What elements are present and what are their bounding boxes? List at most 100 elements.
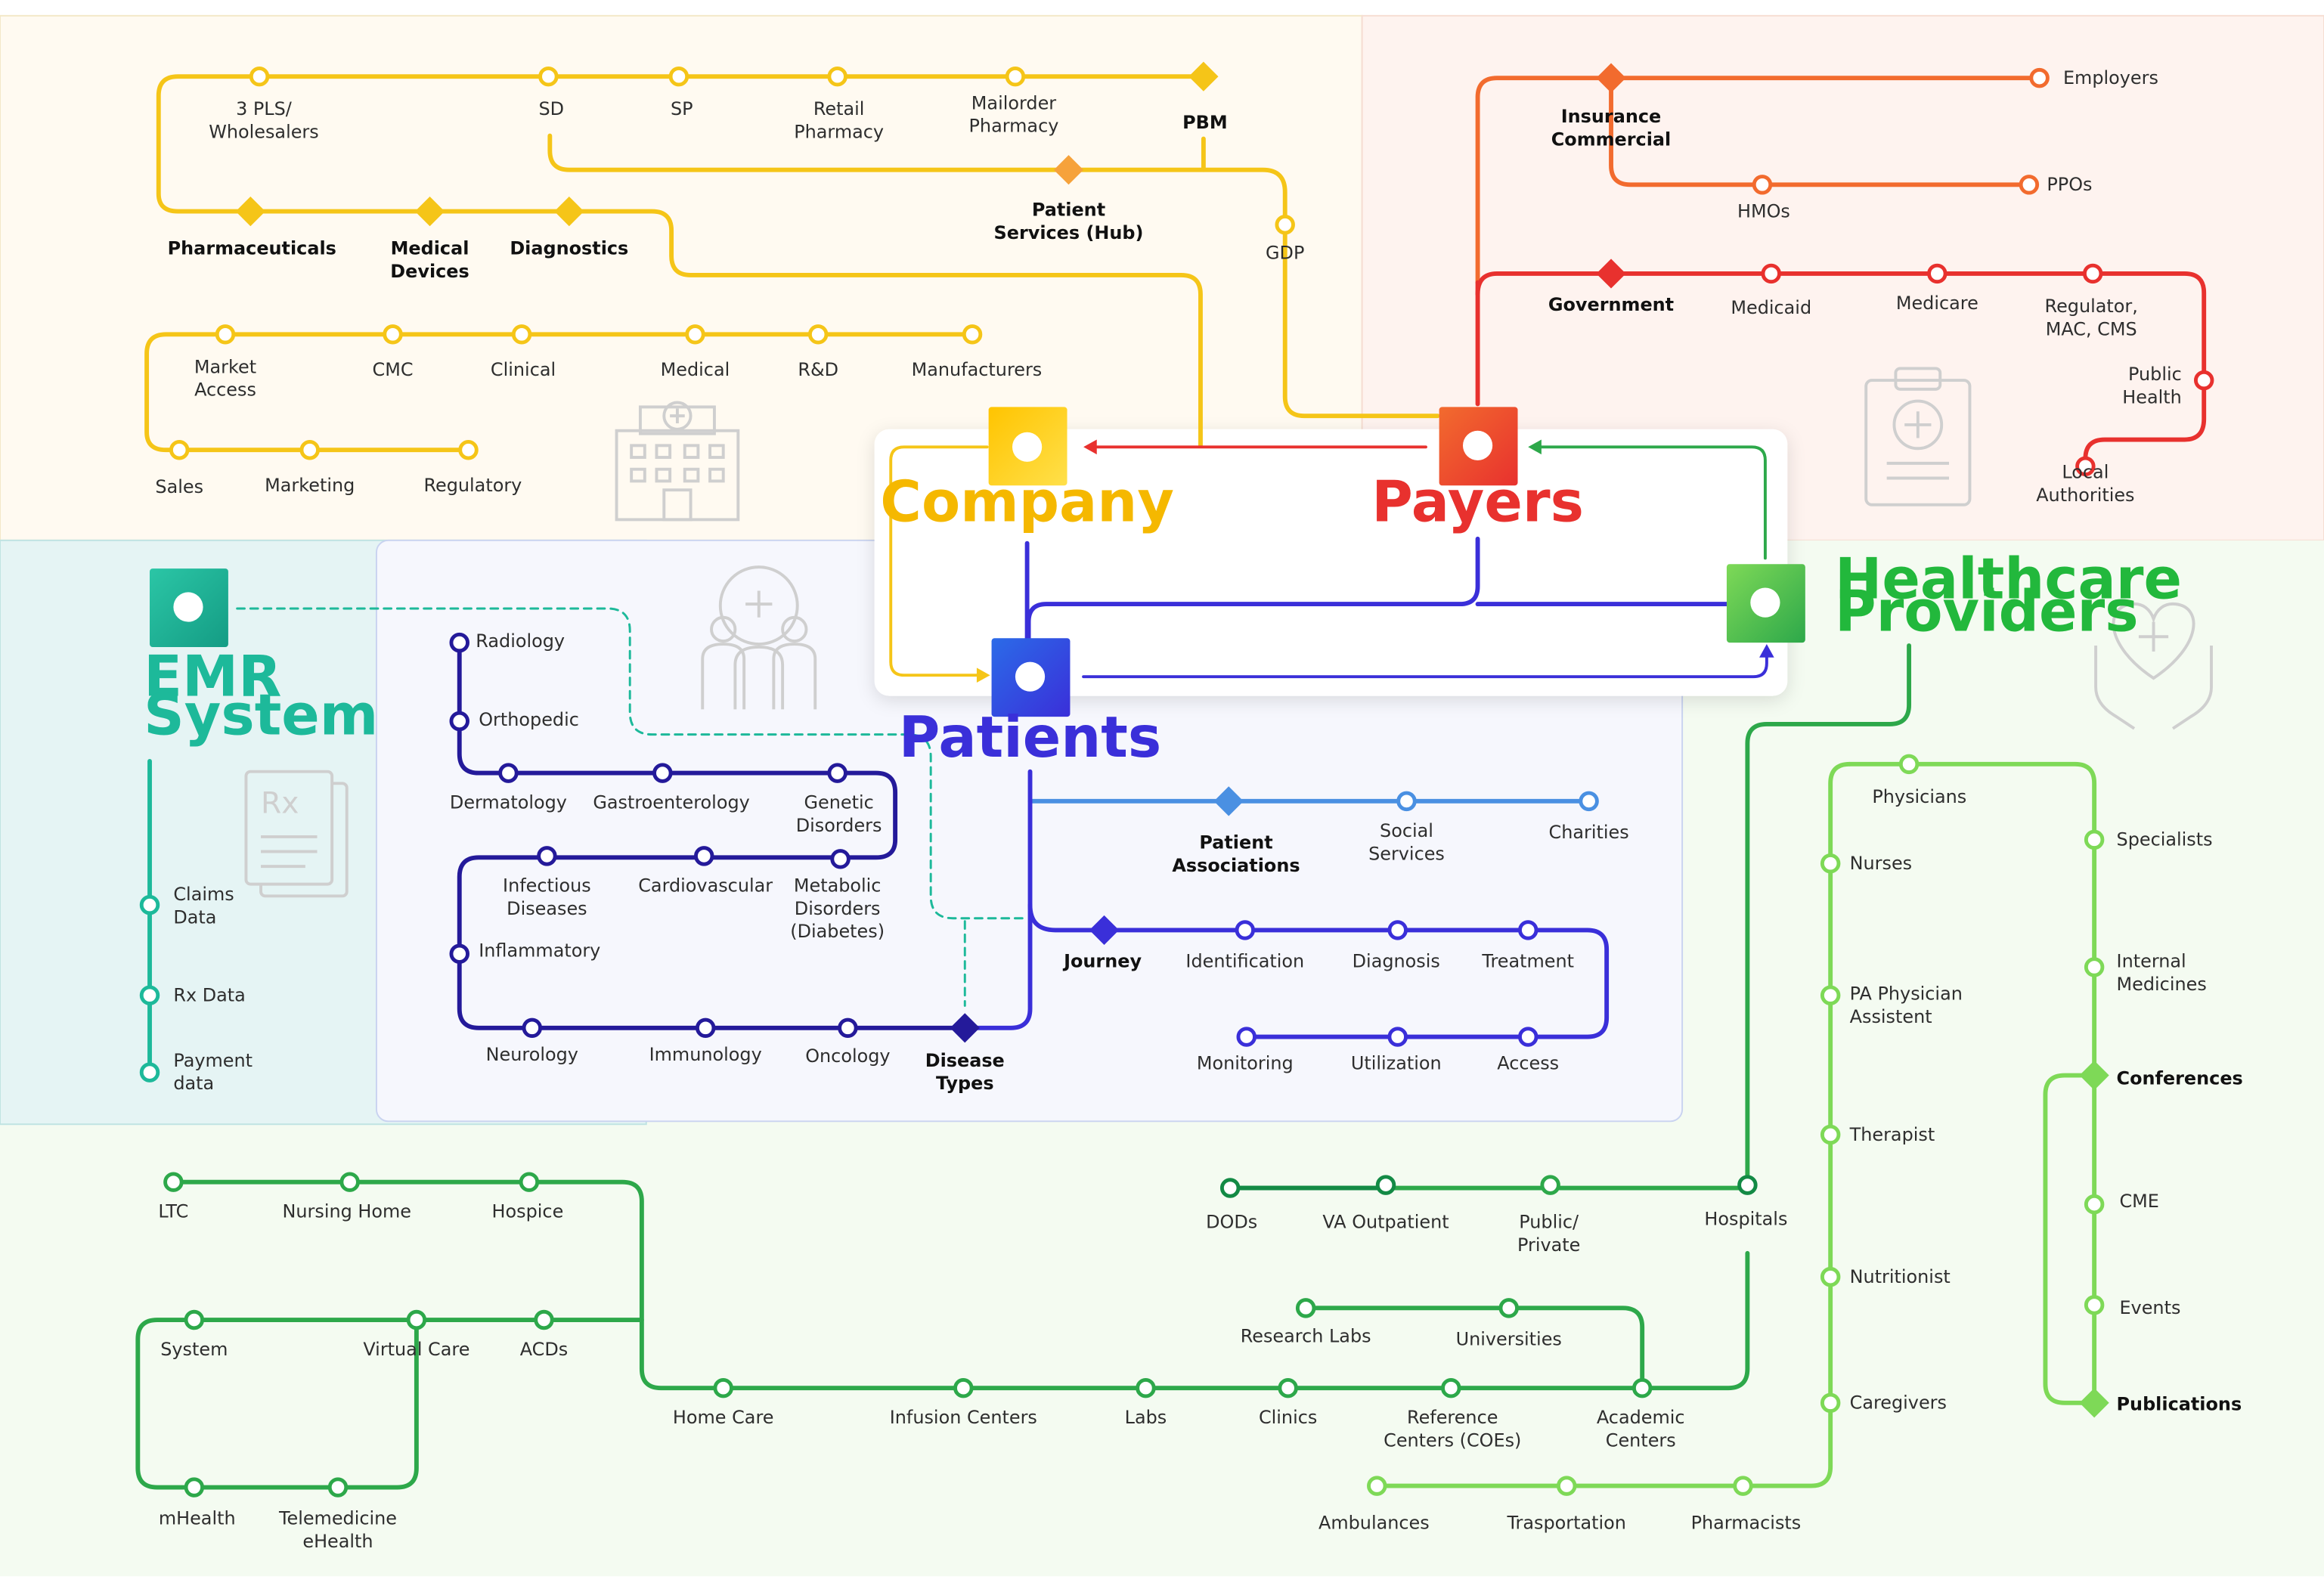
research-labs-station[interactable] <box>1295 1298 1316 1318</box>
nutritionist-station[interactable] <box>1820 1266 1841 1287</box>
immunology-station[interactable] <box>695 1017 716 1039</box>
physicians-station[interactable] <box>1898 754 1920 775</box>
nurses-station[interactable] <box>1820 853 1841 874</box>
manufacturers-station[interactable] <box>962 324 983 345</box>
hmos-station[interactable] <box>1752 175 1773 195</box>
mailorder-station[interactable] <box>1005 66 1026 87</box>
sales-station[interactable] <box>169 439 190 460</box>
treatment-station[interactable] <box>1518 920 1538 940</box>
rx-station[interactable] <box>139 985 160 1005</box>
telemedicine-station[interactable] <box>327 1477 349 1498</box>
marketing-station[interactable] <box>299 439 320 460</box>
inflammatory-station[interactable] <box>449 943 469 965</box>
internal-station[interactable] <box>2084 957 2105 977</box>
sp-station[interactable] <box>668 66 689 87</box>
diagnosis-station[interactable] <box>1387 920 1408 940</box>
payers-hub[interactable] <box>1439 407 1518 486</box>
dods-label: DODs <box>1206 1211 1257 1232</box>
hospitals-station[interactable] <box>1737 1175 1758 1195</box>
gdp-station[interactable] <box>1275 215 1295 235</box>
pls-station[interactable] <box>249 66 270 87</box>
nursing-home-station[interactable] <box>339 1172 360 1192</box>
ltc-station[interactable] <box>163 1172 184 1192</box>
medical-station[interactable] <box>685 324 705 345</box>
monitoring-station[interactable] <box>1236 1027 1257 1047</box>
public-health-station[interactable] <box>2193 370 2214 391</box>
conferences-diamond[interactable] <box>2079 1060 2109 1091</box>
social-services-station[interactable] <box>1396 791 1417 812</box>
infectious-station[interactable] <box>537 846 557 866</box>
identification-station[interactable] <box>1235 920 1256 940</box>
retail-station[interactable] <box>827 66 847 87</box>
universities-station[interactable] <box>1498 1298 1519 1318</box>
acds-station[interactable] <box>534 1309 554 1330</box>
patient-associations-diamond[interactable] <box>1213 786 1244 816</box>
virtual-care-station[interactable] <box>406 1309 427 1330</box>
events-station[interactable] <box>2084 1295 2105 1315</box>
providers-hub[interactable] <box>1726 564 1805 643</box>
specialists-station[interactable] <box>2084 829 2105 850</box>
publications-diamond[interactable] <box>2079 1388 2109 1418</box>
dermatology-station[interactable] <box>498 763 519 783</box>
metabolic-station[interactable] <box>830 849 851 869</box>
company-hub[interactable] <box>988 407 1067 486</box>
medicaid-station[interactable] <box>1761 263 1781 284</box>
dods-station[interactable] <box>1219 1178 1241 1198</box>
orthopedic-station[interactable] <box>449 711 469 732</box>
gastro-station[interactable] <box>652 763 673 783</box>
pbm-diamond[interactable] <box>1188 61 1219 91</box>
devices-diamond[interactable] <box>414 196 445 227</box>
reference-centers-station[interactable] <box>1441 1377 1461 1398</box>
cme-station[interactable] <box>2084 1194 2105 1215</box>
diagnostics-diamond[interactable] <box>554 196 584 227</box>
cmc-station[interactable] <box>383 324 403 345</box>
mailorder-label-line: Mailorder <box>971 92 1056 113</box>
hospice-station[interactable] <box>519 1172 540 1192</box>
claims-station[interactable] <box>139 894 160 915</box>
academic-centers-station[interactable] <box>1631 1377 1653 1398</box>
oncology-station[interactable] <box>838 1017 858 1039</box>
cardio-station[interactable] <box>693 846 714 866</box>
genetic-station[interactable] <box>827 763 847 783</box>
patients-hub[interactable] <box>991 638 1071 717</box>
government-diamond[interactable] <box>1596 259 1626 289</box>
local-authorities-station[interactable] <box>2075 456 2096 477</box>
sd-station[interactable] <box>538 66 559 87</box>
regulator-station[interactable] <box>2082 263 2103 284</box>
employers-station[interactable] <box>2029 67 2050 88</box>
caregivers-station[interactable] <box>1820 1392 1841 1414</box>
radiology-station[interactable] <box>449 632 469 653</box>
transportation-station[interactable] <box>1556 1476 1577 1496</box>
system-station[interactable] <box>184 1309 205 1330</box>
emr-hub[interactable] <box>150 568 228 647</box>
labs-station[interactable] <box>1136 1377 1156 1398</box>
pa-station[interactable] <box>1820 985 1841 1005</box>
charities-station[interactable] <box>1579 791 1599 812</box>
clinical-station[interactable] <box>511 324 532 345</box>
pharma-diamond[interactable] <box>235 196 265 227</box>
public-private-station[interactable] <box>1540 1175 1560 1195</box>
pharmacists-station[interactable] <box>1733 1476 1753 1496</box>
ppos-station[interactable] <box>2019 175 2040 195</box>
va-outpatient-station[interactable] <box>1375 1175 1396 1195</box>
utilization-station[interactable] <box>1387 1027 1408 1047</box>
mhealth-station[interactable] <box>184 1477 205 1498</box>
access-station[interactable] <box>1518 1027 1538 1047</box>
ambulances-station[interactable] <box>1367 1476 1387 1496</box>
infusion-centers-station[interactable] <box>953 1377 974 1398</box>
regulatory-station[interactable] <box>458 439 479 460</box>
patients-hub-label: Patients <box>899 705 1161 770</box>
rx-label-line: Rx Data <box>173 985 245 1006</box>
public-private-label: Public/Private <box>1517 1211 1580 1255</box>
neurology-station[interactable] <box>522 1017 543 1039</box>
payment-station[interactable] <box>139 1062 160 1082</box>
hub-core-lines <box>1024 536 1729 641</box>
home-care-station[interactable] <box>713 1377 733 1398</box>
market-access-station[interactable] <box>215 324 236 345</box>
clinics-station[interactable] <box>1278 1377 1298 1398</box>
therapist-station[interactable] <box>1820 1124 1841 1145</box>
rnd-station[interactable] <box>807 324 829 345</box>
medicare-station[interactable] <box>1927 263 1948 284</box>
